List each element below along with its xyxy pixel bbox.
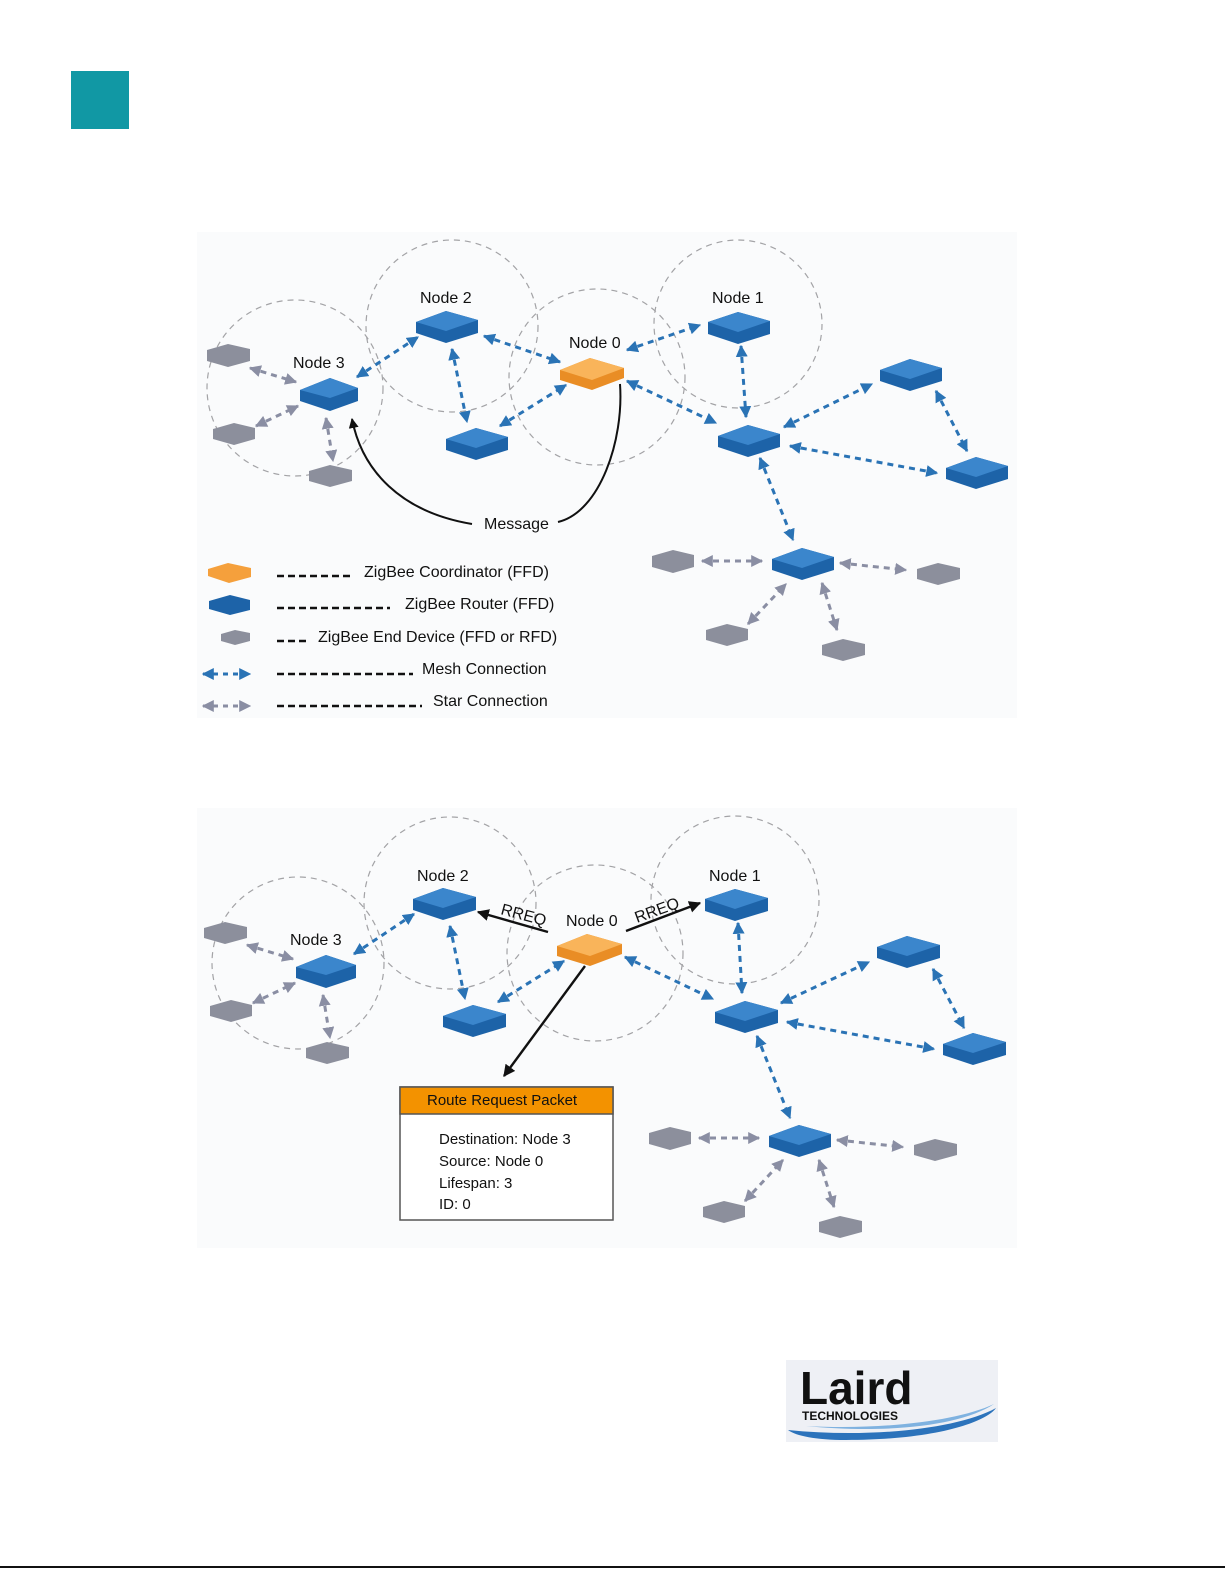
figure-mesh-network: Node 2 Node 1 Node 0 Node 3 Message ZigB… — [197, 232, 1017, 718]
packet-title: Route Request Packet — [427, 1092, 578, 1109]
node3-label: Node 3 — [290, 932, 342, 949]
laird-logo: Laird TECHNOLOGIES — [786, 1360, 998, 1442]
legend-router: ZigBee Router (FFD) — [405, 596, 554, 613]
logo-sub: TECHNOLOGIES — [802, 1409, 898, 1423]
packet-lifespan: Lifespan: 3 — [439, 1175, 512, 1192]
node2-label: Node 2 — [417, 868, 469, 885]
node1-label: Node 1 — [712, 290, 764, 307]
route-request-packet: Route Request Packet Destination: Node 3… — [400, 1087, 613, 1220]
node0-label: Node 0 — [566, 913, 618, 930]
packet-id: ID: 0 — [439, 1196, 471, 1213]
message-label: Message — [484, 516, 549, 533]
logo-word: Laird — [800, 1362, 912, 1414]
node1-label: Node 1 — [709, 868, 761, 885]
packet-destination: Destination: Node 3 — [439, 1131, 571, 1148]
figure-route-request: Node 2 Node 1 Node 0 Node 3 RREQ RREQ Ro… — [197, 808, 1017, 1248]
legend-coordinator: ZigBee Coordinator (FFD) — [364, 564, 549, 581]
legend-star: Star Connection — [433, 693, 548, 710]
page-bottom-rule — [0, 1566, 1225, 1568]
legend-mesh: Mesh Connection — [422, 661, 547, 678]
node2-label: Node 2 — [420, 290, 472, 307]
packet-source: Source: Node 0 — [439, 1153, 543, 1170]
node3-label: Node 3 — [293, 355, 345, 372]
legend-end-device: ZigBee End Device (FFD or RFD) — [318, 629, 557, 646]
node0-label: Node 0 — [569, 335, 621, 352]
